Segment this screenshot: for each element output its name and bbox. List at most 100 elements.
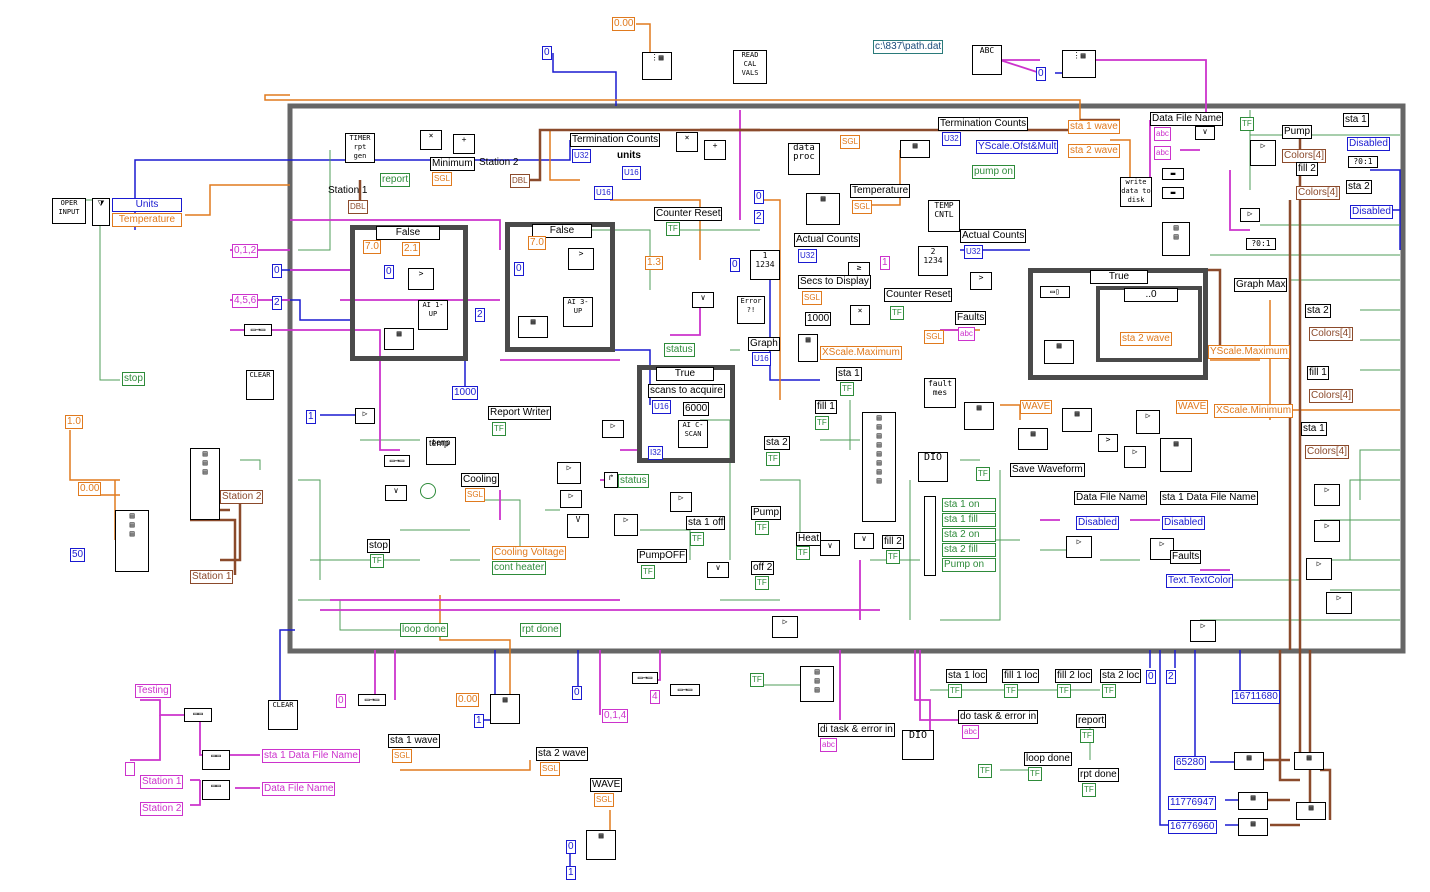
const-2-b[interactable]: 2 xyxy=(272,296,282,310)
sta2-wave-inner[interactable]: sta 2 wave xyxy=(1120,332,1172,346)
station1-local-bottom[interactable]: Station 1 xyxy=(140,775,184,789)
const-0-f[interactable]: 0 xyxy=(730,258,740,272)
const-2-case[interactable]: 2 xyxy=(475,308,485,322)
dio-subvi-b[interactable]: DIO xyxy=(902,730,934,760)
const-0-e[interactable]: 0 xyxy=(754,190,764,204)
const-0-i[interactable]: 0 xyxy=(1146,670,1156,684)
const-0-top[interactable]: 0 xyxy=(542,46,552,60)
const-0-c[interactable]: 0 xyxy=(384,265,394,279)
loop-done-local-a[interactable]: loop done xyxy=(400,623,448,637)
case-selector-d[interactable]: True xyxy=(1090,270,1148,284)
sta2-wave-type-bottom: SGL xyxy=(540,762,561,776)
case-selector-a[interactable]: False xyxy=(376,226,440,240)
const-6000[interactable]: 6000 xyxy=(683,402,710,416)
sta1-type-mid: TF xyxy=(840,382,854,396)
select-icon-a: ▷ xyxy=(557,462,581,484)
status-local-a[interactable]: status xyxy=(664,343,695,357)
const-2-d[interactable]: 2 xyxy=(1166,670,1176,684)
rpt-done-local-a[interactable]: rpt done xyxy=(520,623,561,637)
const-50[interactable]: 50 xyxy=(70,548,86,562)
const-11776947[interactable]: 11776947 xyxy=(1168,796,1216,810)
const-0-1-2[interactable]: 0,1,2 xyxy=(232,244,259,258)
oper-input-subvi[interactable]: OPER INPUT xyxy=(52,198,86,224)
const-2-c[interactable]: 2 xyxy=(754,210,764,224)
testing-local[interactable]: Testing xyxy=(135,684,171,698)
path-constant[interactable]: c:\837\path.dat xyxy=(873,40,944,54)
write-data-subvi[interactable]: write data to disk xyxy=(1120,177,1152,207)
dio-subvi-a[interactable]: DIO xyxy=(918,452,948,482)
const-0-b[interactable]: 0 xyxy=(272,264,282,278)
const-4-5-6[interactable]: 4,5,6 xyxy=(232,294,259,308)
case-selector-b[interactable]: False xyxy=(532,224,592,238)
wave-local-a[interactable]: WAVE xyxy=(1020,400,1053,414)
const-7-0-a[interactable]: 7.0 xyxy=(363,240,381,254)
temp-cntl-subvi[interactable]: TEMP CNTL xyxy=(928,200,960,232)
const-0-path[interactable]: 0 xyxy=(1036,67,1046,81)
pump-on-local[interactable]: pump on xyxy=(972,165,1015,179)
data-proc-subvi[interactable]: data proc xyxy=(788,143,820,175)
counter-reset-type-a: TF xyxy=(666,222,680,236)
bundle-icon-g: ▦ xyxy=(1160,438,1192,472)
const-16711680[interactable]: 16711680 xyxy=(1232,690,1280,704)
case-selector-e[interactable]: ..0 xyxy=(1124,288,1178,302)
read-cal-vals-subvi[interactable]: READ CAL VALS xyxy=(733,50,767,84)
xscale-max-property[interactable]: XScale.Maximum xyxy=(820,346,902,360)
const-4[interactable]: 4 xyxy=(650,690,660,704)
yscale-max-property[interactable]: YScale.Maximum xyxy=(1208,345,1290,359)
const-1000-a[interactable]: 1000 xyxy=(452,386,479,400)
fill2-loc-type: TF xyxy=(1057,684,1071,698)
const-0-1-4[interactable]: 0,1,4 xyxy=(602,709,629,723)
const-65280[interactable]: 65280 xyxy=(1174,756,1206,770)
sta2-wave-local[interactable]: sta 2 wave xyxy=(1068,144,1120,158)
const-7-0-b[interactable]: 7.0 xyxy=(528,236,546,250)
data-file-name-local[interactable]: Data File Name xyxy=(262,782,336,796)
const-1-a[interactable]: 1 xyxy=(306,410,316,424)
units-output: Units xyxy=(112,198,182,212)
fault-mes-subvi[interactable]: fault mes xyxy=(924,378,956,408)
stop-local-left[interactable]: stop xyxy=(122,372,145,386)
const-0-g[interactable]: 0 xyxy=(336,694,346,708)
select-icon-f: ▷ xyxy=(772,616,798,638)
station2-local-left[interactable]: Station 2 xyxy=(220,490,264,504)
station1-local-left[interactable]: Station 1 xyxy=(190,570,234,584)
const-0-00-top[interactable]: 0.00 xyxy=(612,17,636,31)
const-2-1[interactable]: 2.1 xyxy=(402,242,420,256)
const-0-d[interactable]: 0 xyxy=(514,262,524,276)
sta1-wave-local[interactable]: sta 1 wave xyxy=(1068,120,1120,134)
station2-local-bottom[interactable]: Station 2 xyxy=(140,802,184,816)
const-16776960[interactable]: 16776960 xyxy=(1168,820,1217,834)
const-1-d[interactable]: 1 xyxy=(566,866,576,880)
const-1-3[interactable]: 1.3 xyxy=(645,256,663,270)
pump-label: Pump xyxy=(1282,125,1313,139)
colors4-property-d[interactable]: Colors[4] xyxy=(1309,389,1354,403)
const-1-b[interactable]: 1 xyxy=(474,714,484,728)
disabled-property-a[interactable]: Disabled xyxy=(1347,137,1390,151)
colors4-property-b[interactable]: Colors[4] xyxy=(1296,186,1341,200)
text-textcolor-property[interactable]: Text.TextColor xyxy=(1166,574,1234,588)
colors4-property-e[interactable]: Colors[4] xyxy=(1305,445,1350,459)
data-file-name-label-mid: Data File Name xyxy=(1074,491,1148,505)
status-local-b[interactable]: status xyxy=(618,474,649,488)
case-selector-c[interactable]: True xyxy=(656,367,714,381)
wave-local-b[interactable]: WAVE xyxy=(1176,400,1209,414)
const-0-h[interactable]: 0 xyxy=(572,686,582,700)
const-1000-b[interactable]: 1000 xyxy=(805,312,832,326)
sta1-data-file-name-local[interactable]: sta 1 Data File Name xyxy=(262,749,360,763)
const-0-00-left[interactable]: 0.00 xyxy=(78,482,102,496)
const-1-c[interactable]: 1 xyxy=(880,256,890,270)
const-0-j[interactable]: 0 xyxy=(566,840,576,854)
report-local[interactable]: report xyxy=(380,173,411,187)
const-0-00-bottom[interactable]: 0.00 xyxy=(456,693,480,707)
select-icon-d: ▷ xyxy=(670,492,692,512)
secs-type: SGL xyxy=(802,291,823,305)
const-1-0[interactable]: 1.0 xyxy=(65,415,83,429)
disabled-property-d[interactable]: Disabled xyxy=(1162,516,1205,530)
xscale-min-property[interactable]: XScale.Minimum xyxy=(1214,404,1294,418)
disabled-property-b[interactable]: Disabled xyxy=(1350,205,1393,219)
colors4-property-c[interactable]: Colors[4] xyxy=(1309,327,1354,341)
yscale-ofst-property[interactable]: YScale.Ofst&Mult xyxy=(976,140,1059,154)
counter-reset-label-a: Counter Reset xyxy=(654,207,723,221)
timer-rpt-gen-subvi[interactable]: TIMER rpt gen xyxy=(345,133,375,163)
colors4-property-a[interactable]: Colors[4] xyxy=(1282,149,1327,163)
disabled-property-c[interactable]: Disabled xyxy=(1076,516,1119,530)
